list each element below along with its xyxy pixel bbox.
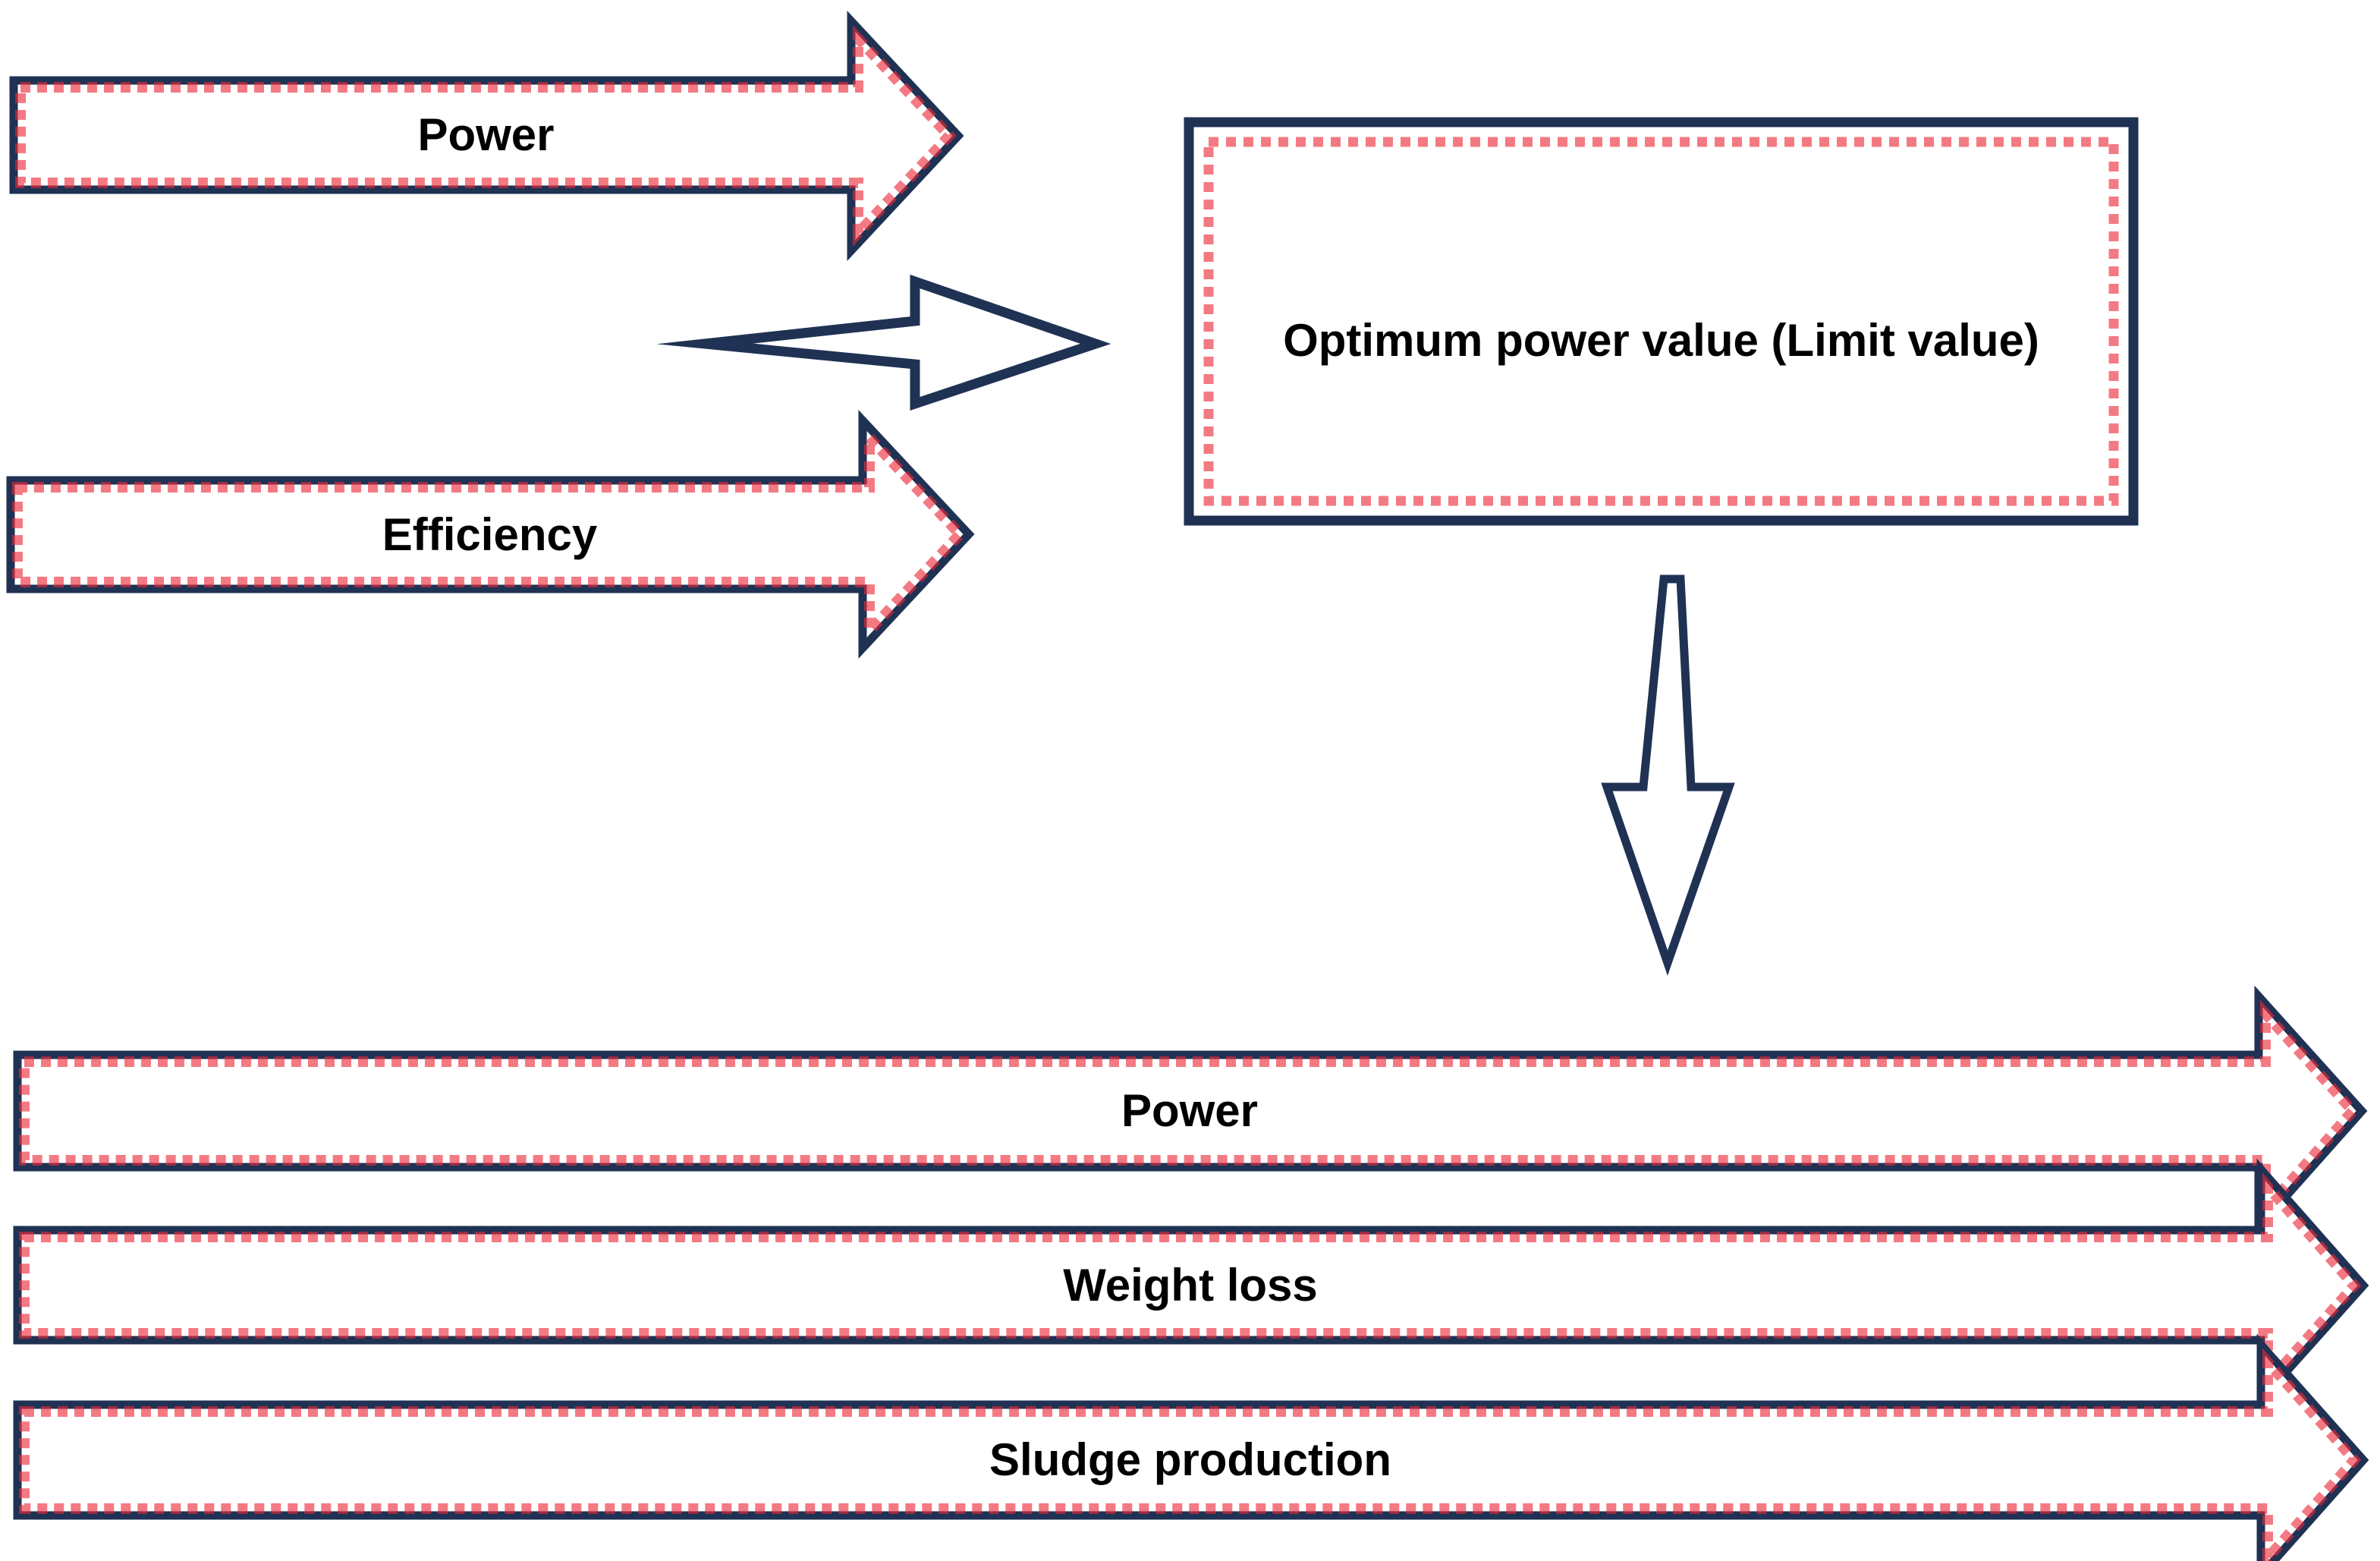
power-output-arrow: [13, 985, 2368, 1238]
efficiency-input-arrow: [6, 410, 975, 659]
efficiency-input-arrow-dashed-border: [12, 424, 967, 644]
sludge-production-output-arrow: [13, 1333, 2369, 1561]
weight-loss-output-arrow: [13, 1158, 2369, 1412]
power-input-arrow-dashed-border: [15, 25, 957, 247]
sludge-production-output-arrow-dashed-border: [19, 1348, 2362, 1561]
optimum-value-box-dashed-border: [1203, 137, 2119, 506]
optimum-value-box: [1184, 117, 2139, 526]
power-input-arrow: [9, 11, 964, 261]
leads-to-arrow-icon: [656, 274, 1111, 411]
down-arrow-icon: [1601, 574, 1735, 976]
weight-loss-output-arrow-dashed-border: [19, 1172, 2362, 1397]
